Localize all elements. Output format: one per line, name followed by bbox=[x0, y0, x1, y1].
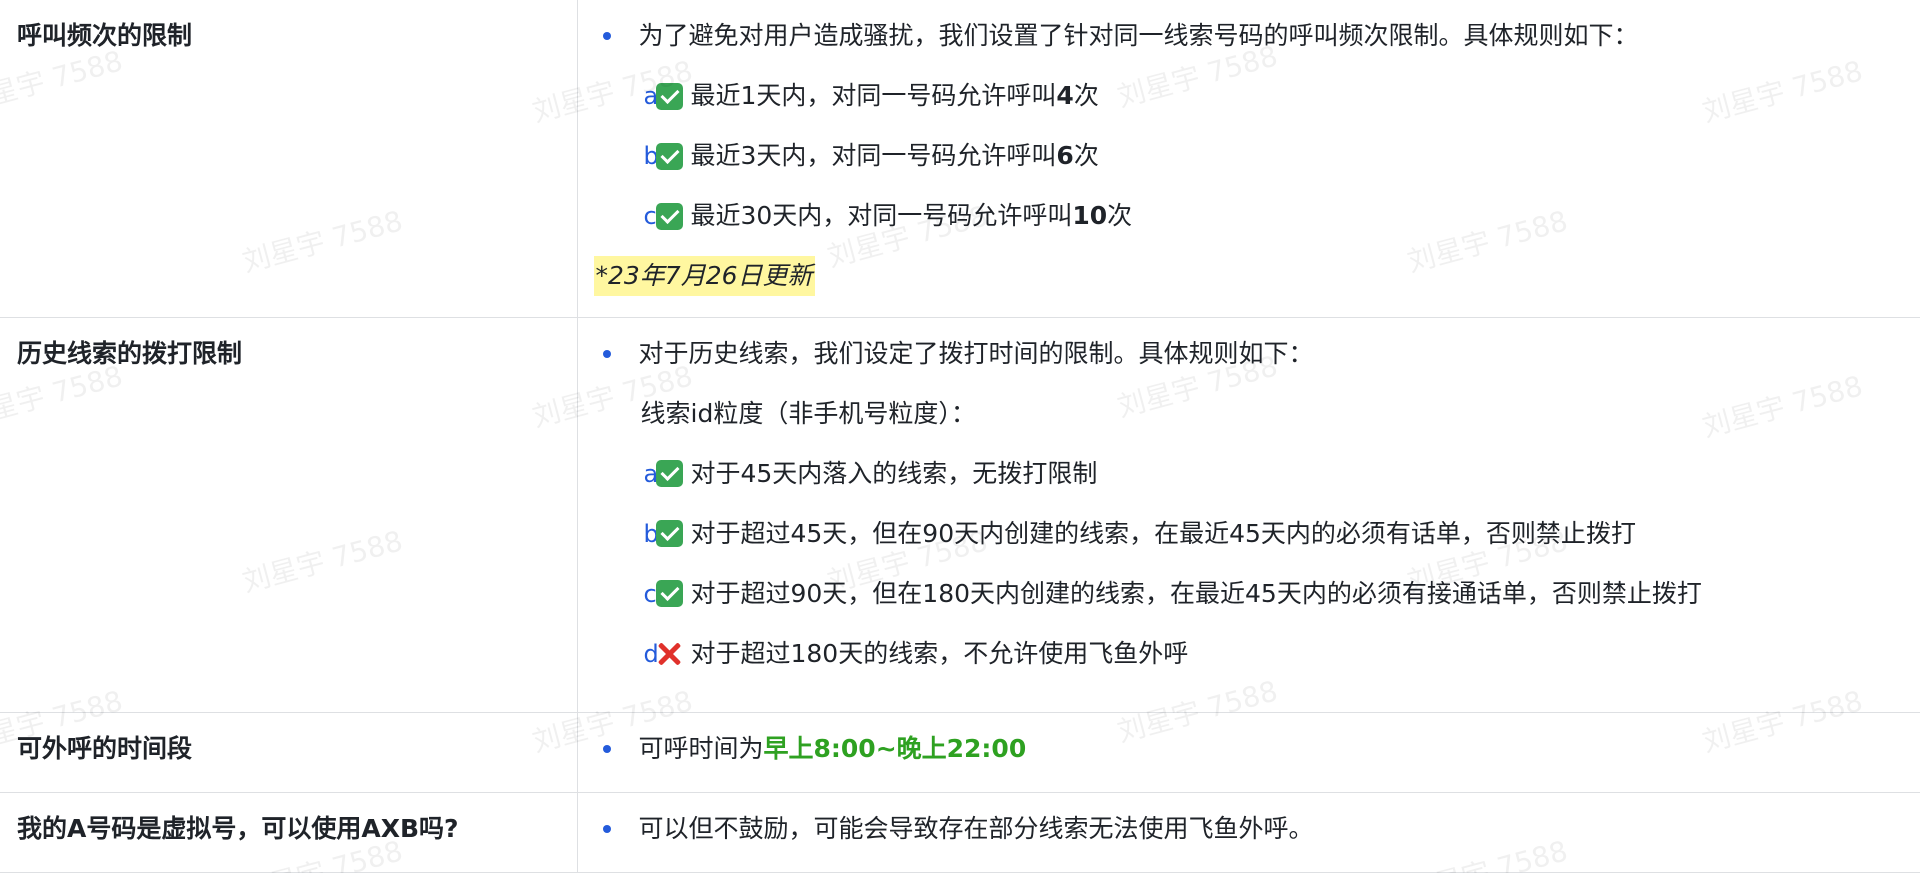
ordered-list-item: a. 最近1天内，对同一号码允许呼叫4次 bbox=[594, 76, 1905, 116]
list-item-text: 最近3天内，对同一号码允许呼叫6次 bbox=[690, 141, 1099, 170]
row-content-cell: 对于历史线索，我们设定了拨打时间的限制。具体规则如下： 线索id粒度（非手机号粒… bbox=[576, 316, 1920, 713]
check-mark-icon bbox=[655, 580, 683, 607]
table-row: 我的A号码是虚拟号，可以使用AXB吗? 可以但不鼓励，可能会导致存在部分线索无法… bbox=[0, 791, 1920, 873]
ordered-list-item: c. 对于超过90天，但在180天内创建的线索，在最近45天内的必须有接通话单，… bbox=[594, 574, 1905, 614]
table-row: 历史线索的拨打限制 对于历史线索，我们设定了拨打时间的限制。具体规则如下： 线索… bbox=[0, 316, 1920, 713]
list-item-text: 对于超过90天，但在180天内创建的线索，在最近45天内的必须有接通话单，否则禁… bbox=[690, 578, 1702, 608]
table-row: 可外呼的时间段 可呼时间为早上8:00~晚上22:00 bbox=[0, 711, 1920, 793]
row-label-cell: 呼叫频次的限制 bbox=[0, 0, 578, 318]
row-label-cell: 我的A号码是虚拟号，可以使用AXB吗? bbox=[0, 791, 578, 873]
row-label: 呼叫频次的限制 bbox=[17, 21, 193, 50]
check-mark-icon bbox=[655, 460, 683, 487]
list-item-text: 对于45天内落入的线索，无拨打限制 bbox=[690, 458, 1098, 488]
bullet-dot-icon bbox=[602, 349, 611, 358]
row-label: 可外呼的时间段 bbox=[17, 733, 193, 763]
bullet-text: 对于历史线索，我们设定了拨打时间的限制。具体规则如下： bbox=[638, 338, 1314, 368]
bullet-dot-icon bbox=[602, 32, 611, 40]
row-content-cell: 可以但不鼓励，可能会导致存在部分线索无法使用飞鱼外呼。 bbox=[576, 791, 1920, 873]
bullet-dot-icon bbox=[602, 824, 611, 833]
ordered-list-item: a. 对于45天内落入的线索，无拨打限制 bbox=[594, 454, 1905, 494]
list-item-text: 对于超过180天的线索，不允许使用飞鱼外呼 bbox=[690, 638, 1189, 668]
bullet-text: 可以但不鼓励，可能会导致存在部分线索无法使用飞鱼外呼。 bbox=[638, 813, 1314, 843]
check-mark-icon bbox=[655, 520, 683, 547]
bullet-dot-icon bbox=[602, 744, 611, 753]
row-label-cell: 历史线索的拨打限制 bbox=[0, 316, 578, 713]
bullet-item: 为了避免对用户造成骚扰，我们设置了针对同一线索号码的呼叫频次限制。具体规则如下： bbox=[594, 16, 1905, 56]
update-note: *23年7月26日更新 bbox=[593, 256, 815, 296]
cross-mark-icon bbox=[656, 640, 683, 667]
row-label: 我的A号码是虚拟号，可以使用AXB吗? bbox=[17, 813, 459, 843]
ordered-list-item: b. 最近3天内，对同一号码允许呼叫6次 bbox=[594, 136, 1905, 176]
row-label-cell: 可外呼的时间段 bbox=[0, 711, 578, 793]
ordered-list-item: b. 对于超过45天，但在90天内创建的线索，在最近45天内的必须有话单，否则禁… bbox=[594, 514, 1905, 554]
check-mark-icon bbox=[655, 202, 683, 230]
list-item-text: 最近30天内，对同一号码允许呼叫10次 bbox=[690, 201, 1133, 230]
row-label: 历史线索的拨打限制 bbox=[17, 338, 243, 368]
ordered-list-item: d. 对于超过180天的线索，不允许使用飞鱼外呼 bbox=[594, 634, 1905, 674]
list-item-text: 最近1天内，对同一号码允许呼叫4次 bbox=[690, 81, 1099, 110]
row-content-cell: 为了避免对用户造成骚扰，我们设置了针对同一线索号码的呼叫频次限制。具体规则如下：… bbox=[576, 0, 1920, 318]
bullet-text: 可呼时间为 bbox=[638, 733, 764, 763]
check-mark-icon bbox=[655, 142, 683, 170]
bullet-text: 为了避免对用户造成骚扰，我们设置了针对同一线索号码的呼叫频次限制。具体规则如下： bbox=[638, 21, 1639, 50]
bullet-item: 可呼时间为早上8:00~晚上22:00 bbox=[594, 729, 1905, 769]
call-time-range: 早上8:00~晚上22:00 bbox=[763, 733, 1027, 763]
row-content-cell: 可呼时间为早上8:00~晚上22:00 bbox=[576, 711, 1920, 793]
table-row: 呼叫频次的限制 为了避免对用户造成骚扰，我们设置了针对同一线索号码的呼叫频次限制… bbox=[0, 0, 1920, 318]
bullet-item: 可以但不鼓励，可能会导致存在部分线索无法使用飞鱼外呼。 bbox=[594, 809, 1905, 849]
list-item-text: 对于超过45天，但在90天内创建的线索，在最近45天内的必须有话单，否则禁止拨打 bbox=[690, 518, 1636, 548]
bullet-item: 对于历史线索，我们设定了拨打时间的限制。具体规则如下： bbox=[594, 334, 1905, 374]
check-mark-icon bbox=[655, 82, 683, 110]
sub-heading: 线索id粒度（非手机号粒度）： bbox=[640, 398, 976, 428]
ordered-list-item: c. 最近30天内，对同一号码允许呼叫10次 bbox=[594, 196, 1905, 236]
